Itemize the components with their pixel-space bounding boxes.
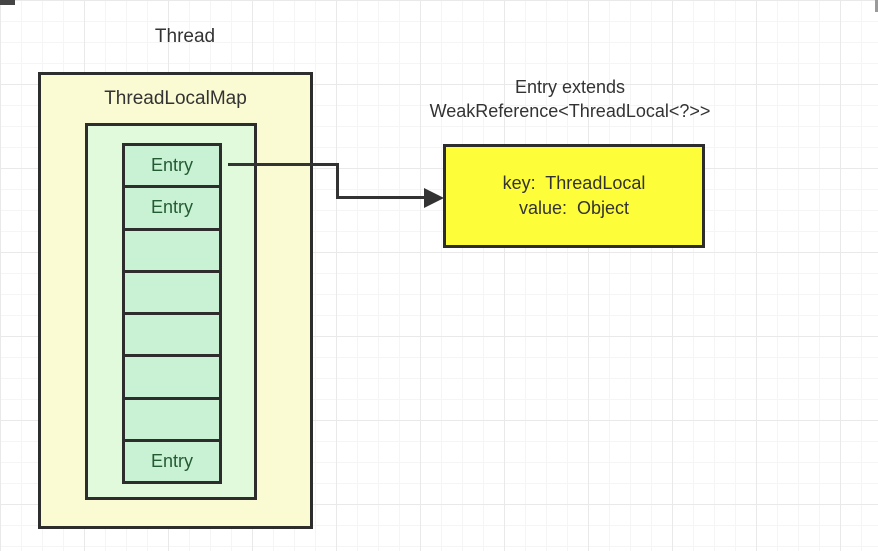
entry-cell-6 bbox=[122, 396, 222, 442]
connector-arrow-segment-vertical bbox=[336, 163, 339, 199]
entry-cell-1: Entry bbox=[122, 185, 222, 231]
entry-cell-7: Entry bbox=[122, 438, 222, 484]
thread-label: Thread bbox=[154, 26, 216, 47]
connector-arrow-segment-horizontal-2 bbox=[336, 196, 428, 199]
entry-detail-key-line: key: ThreadLocal bbox=[502, 173, 646, 193]
entry-array: Entry Entry Entry bbox=[122, 143, 222, 484]
entry-detail-box: key: ThreadLocal value: Object bbox=[443, 144, 705, 248]
entry-cell-5 bbox=[122, 354, 222, 400]
entry-detail-value-line: value: Object bbox=[518, 198, 630, 218]
edge-artifact-top-left bbox=[0, 0, 15, 5]
entry-cell-4 bbox=[122, 312, 222, 358]
connector-arrowhead-icon bbox=[424, 188, 444, 208]
entry-cell-2 bbox=[122, 227, 222, 273]
entry-cell-3 bbox=[122, 269, 222, 315]
entry-cell-0: Entry bbox=[122, 143, 222, 189]
entry-extends-heading: Entry extends WeakReference<ThreadLocal<… bbox=[429, 77, 711, 121]
edge-artifact-top-right bbox=[875, 0, 878, 12]
threadlocalmap-title: ThreadLocalMap bbox=[104, 88, 247, 109]
connector-arrow-segment-horizontal-1 bbox=[228, 163, 339, 166]
